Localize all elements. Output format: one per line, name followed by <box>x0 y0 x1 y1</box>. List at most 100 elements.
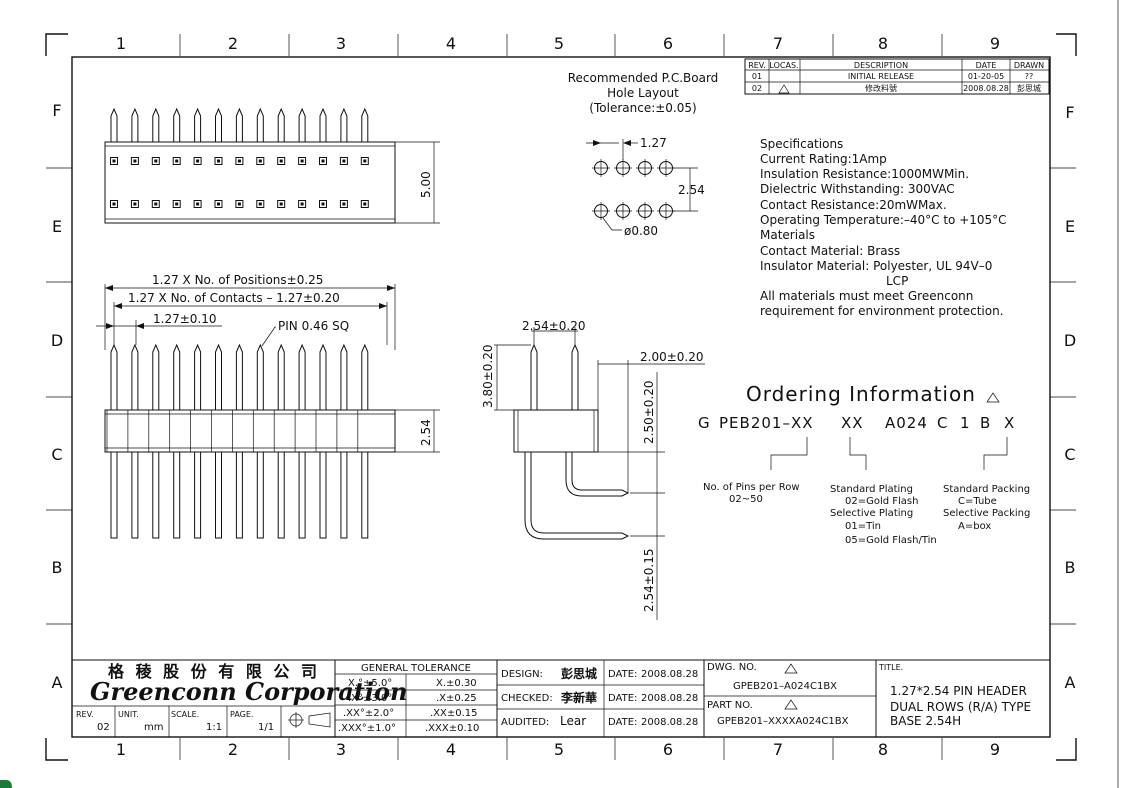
pins-label: No. of Pins per Row <box>703 482 800 493</box>
square-hole-dot <box>300 202 304 206</box>
scale-value: 1:1 <box>206 722 222 733</box>
front-pin-upper <box>173 343 181 410</box>
square-hole-dot <box>237 202 241 206</box>
date-label: DATE: <box>608 693 637 704</box>
square-hole <box>151 157 160 165</box>
grid-col-label: 5 <box>554 740 564 759</box>
title-line: BASE 2.54H <box>890 714 961 728</box>
grid-row-label: C <box>51 445 62 464</box>
front-pin-upper <box>256 343 264 410</box>
front-pin-upper <box>152 343 160 410</box>
pcb-title-line: Hole Layout <box>607 86 679 100</box>
code-part: PEB201–XX <box>719 414 814 432</box>
square-hole-dot <box>175 159 179 163</box>
title-line: 1.27*2.54 PIN HEADER <box>890 684 1027 698</box>
square-hole <box>110 157 118 165</box>
square-hole-dot <box>258 159 262 163</box>
grid-row-label: F <box>1065 103 1074 122</box>
square-hole <box>151 200 160 208</box>
square-hole <box>360 157 369 165</box>
tolerance-angle: .XXX°±1.0° <box>338 723 396 734</box>
front-pin-upper <box>340 343 348 410</box>
pcb-hole-dia: ø0.80 <box>624 224 658 238</box>
grid-col-label: 8 <box>878 740 888 759</box>
square-hole-dot <box>133 202 137 206</box>
pin-tip <box>235 107 243 142</box>
front-pin-lower <box>298 452 306 539</box>
spec-line: Current Rating:1Amp <box>760 152 887 166</box>
packing-label: A=box <box>958 521 991 532</box>
spec-line: Insulation Resistance:1000MWMin. <box>760 167 969 181</box>
front-pin-lower <box>340 452 348 539</box>
date-value: 2008.08.28 <box>641 717 698 728</box>
dwg-value: GPEB201–A024C1BX <box>733 681 837 692</box>
square-hole-dot <box>279 202 283 206</box>
front-pin-lower <box>361 452 369 539</box>
grid-row-labels-left: F E D C B A <box>51 101 63 692</box>
title-line: DUAL ROWS (R/A) TYPE <box>890 700 1031 714</box>
date-value: 01-20-05 <box>968 72 1004 81</box>
code-part: X <box>1004 414 1015 432</box>
pin-tip <box>131 107 139 142</box>
pin-tip <box>361 107 369 142</box>
rev-value: 02 <box>752 84 762 93</box>
square-hole-dot <box>363 159 367 163</box>
revision-table: REV. LOCAS. DESCRIPTION DATE DRAWN 01 IN… <box>744 58 1050 95</box>
front-pin-upper <box>215 343 222 410</box>
pcb-pitch: 1.27 <box>640 136 667 150</box>
unit-label: UNIT. <box>118 710 139 719</box>
pin-tip <box>256 107 264 142</box>
page-label: PAGE. <box>230 710 253 719</box>
scale-label: SCALE. <box>171 710 199 719</box>
pin-tip <box>110 107 118 142</box>
pin-tip <box>277 107 285 142</box>
code-part: G <box>698 414 711 432</box>
front-pin-upper <box>110 343 118 410</box>
description-header: DESCRIPTION <box>854 61 908 70</box>
square-hole-dot <box>342 159 346 163</box>
revision-triangle-icon <box>778 84 790 94</box>
front-view: 1.27 X No. of Positions±0.25 1.27 X No. … <box>96 273 440 539</box>
code-part: A024 <box>885 414 928 432</box>
grid-row-label: B <box>52 558 63 577</box>
square-hole <box>172 157 181 165</box>
spec-line: Insulator Material: Polyester, UL 94V–0 <box>760 259 992 273</box>
square-hole <box>256 157 265 165</box>
part-label: PART NO. <box>707 700 753 711</box>
date-header: DATE <box>976 61 997 70</box>
square-hole-dot <box>112 202 116 206</box>
grid-row-label: E <box>1065 217 1075 236</box>
square-hole-dot <box>154 159 158 163</box>
top-view: 5.00 <box>104 107 440 224</box>
grid-col-label: 3 <box>336 740 346 759</box>
grid-row-dividers <box>46 167 1076 625</box>
code-part: B <box>980 414 991 432</box>
square-hole <box>277 200 286 208</box>
front-pin-lower <box>256 452 264 539</box>
square-hole-dot <box>237 159 241 163</box>
front-pin-lower <box>235 452 243 539</box>
side-lower-height: 2.50±0.20 <box>642 381 656 445</box>
design-label: DESIGN: <box>501 669 543 680</box>
pin-tip <box>173 107 181 142</box>
square-hole <box>319 200 327 208</box>
grid-col-label: 8 <box>878 34 888 53</box>
front-pin-upper <box>298 343 306 410</box>
square-hole <box>214 157 223 165</box>
company-cn: 格 稜 股 份 有 限 公 司 <box>108 662 320 681</box>
description-value: 修改料號 <box>865 83 897 93</box>
locas-header: LOCAS. <box>769 61 798 70</box>
grid-column-labels-bottom: 1 2 3 4 5 6 7 8 9 <box>116 740 1000 759</box>
square-hole <box>130 200 139 208</box>
plating-label: Selective Plating <box>830 508 913 519</box>
grid-row-label: A <box>52 673 63 692</box>
square-hole-dot <box>217 202 220 206</box>
checked-name: 李新華 <box>560 690 597 705</box>
grid-column-labels-top: 1 2 3 4 5 6 7 8 9 <box>116 34 1000 53</box>
ordering-information: Ordering Information G PEB201–XX XX A024… <box>698 382 1030 546</box>
dim-pitch: 1.27±0.10 <box>153 312 217 326</box>
revision-triangle-icon <box>784 663 798 674</box>
square-hole <box>110 200 118 208</box>
grid-col-label: 6 <box>663 740 673 759</box>
